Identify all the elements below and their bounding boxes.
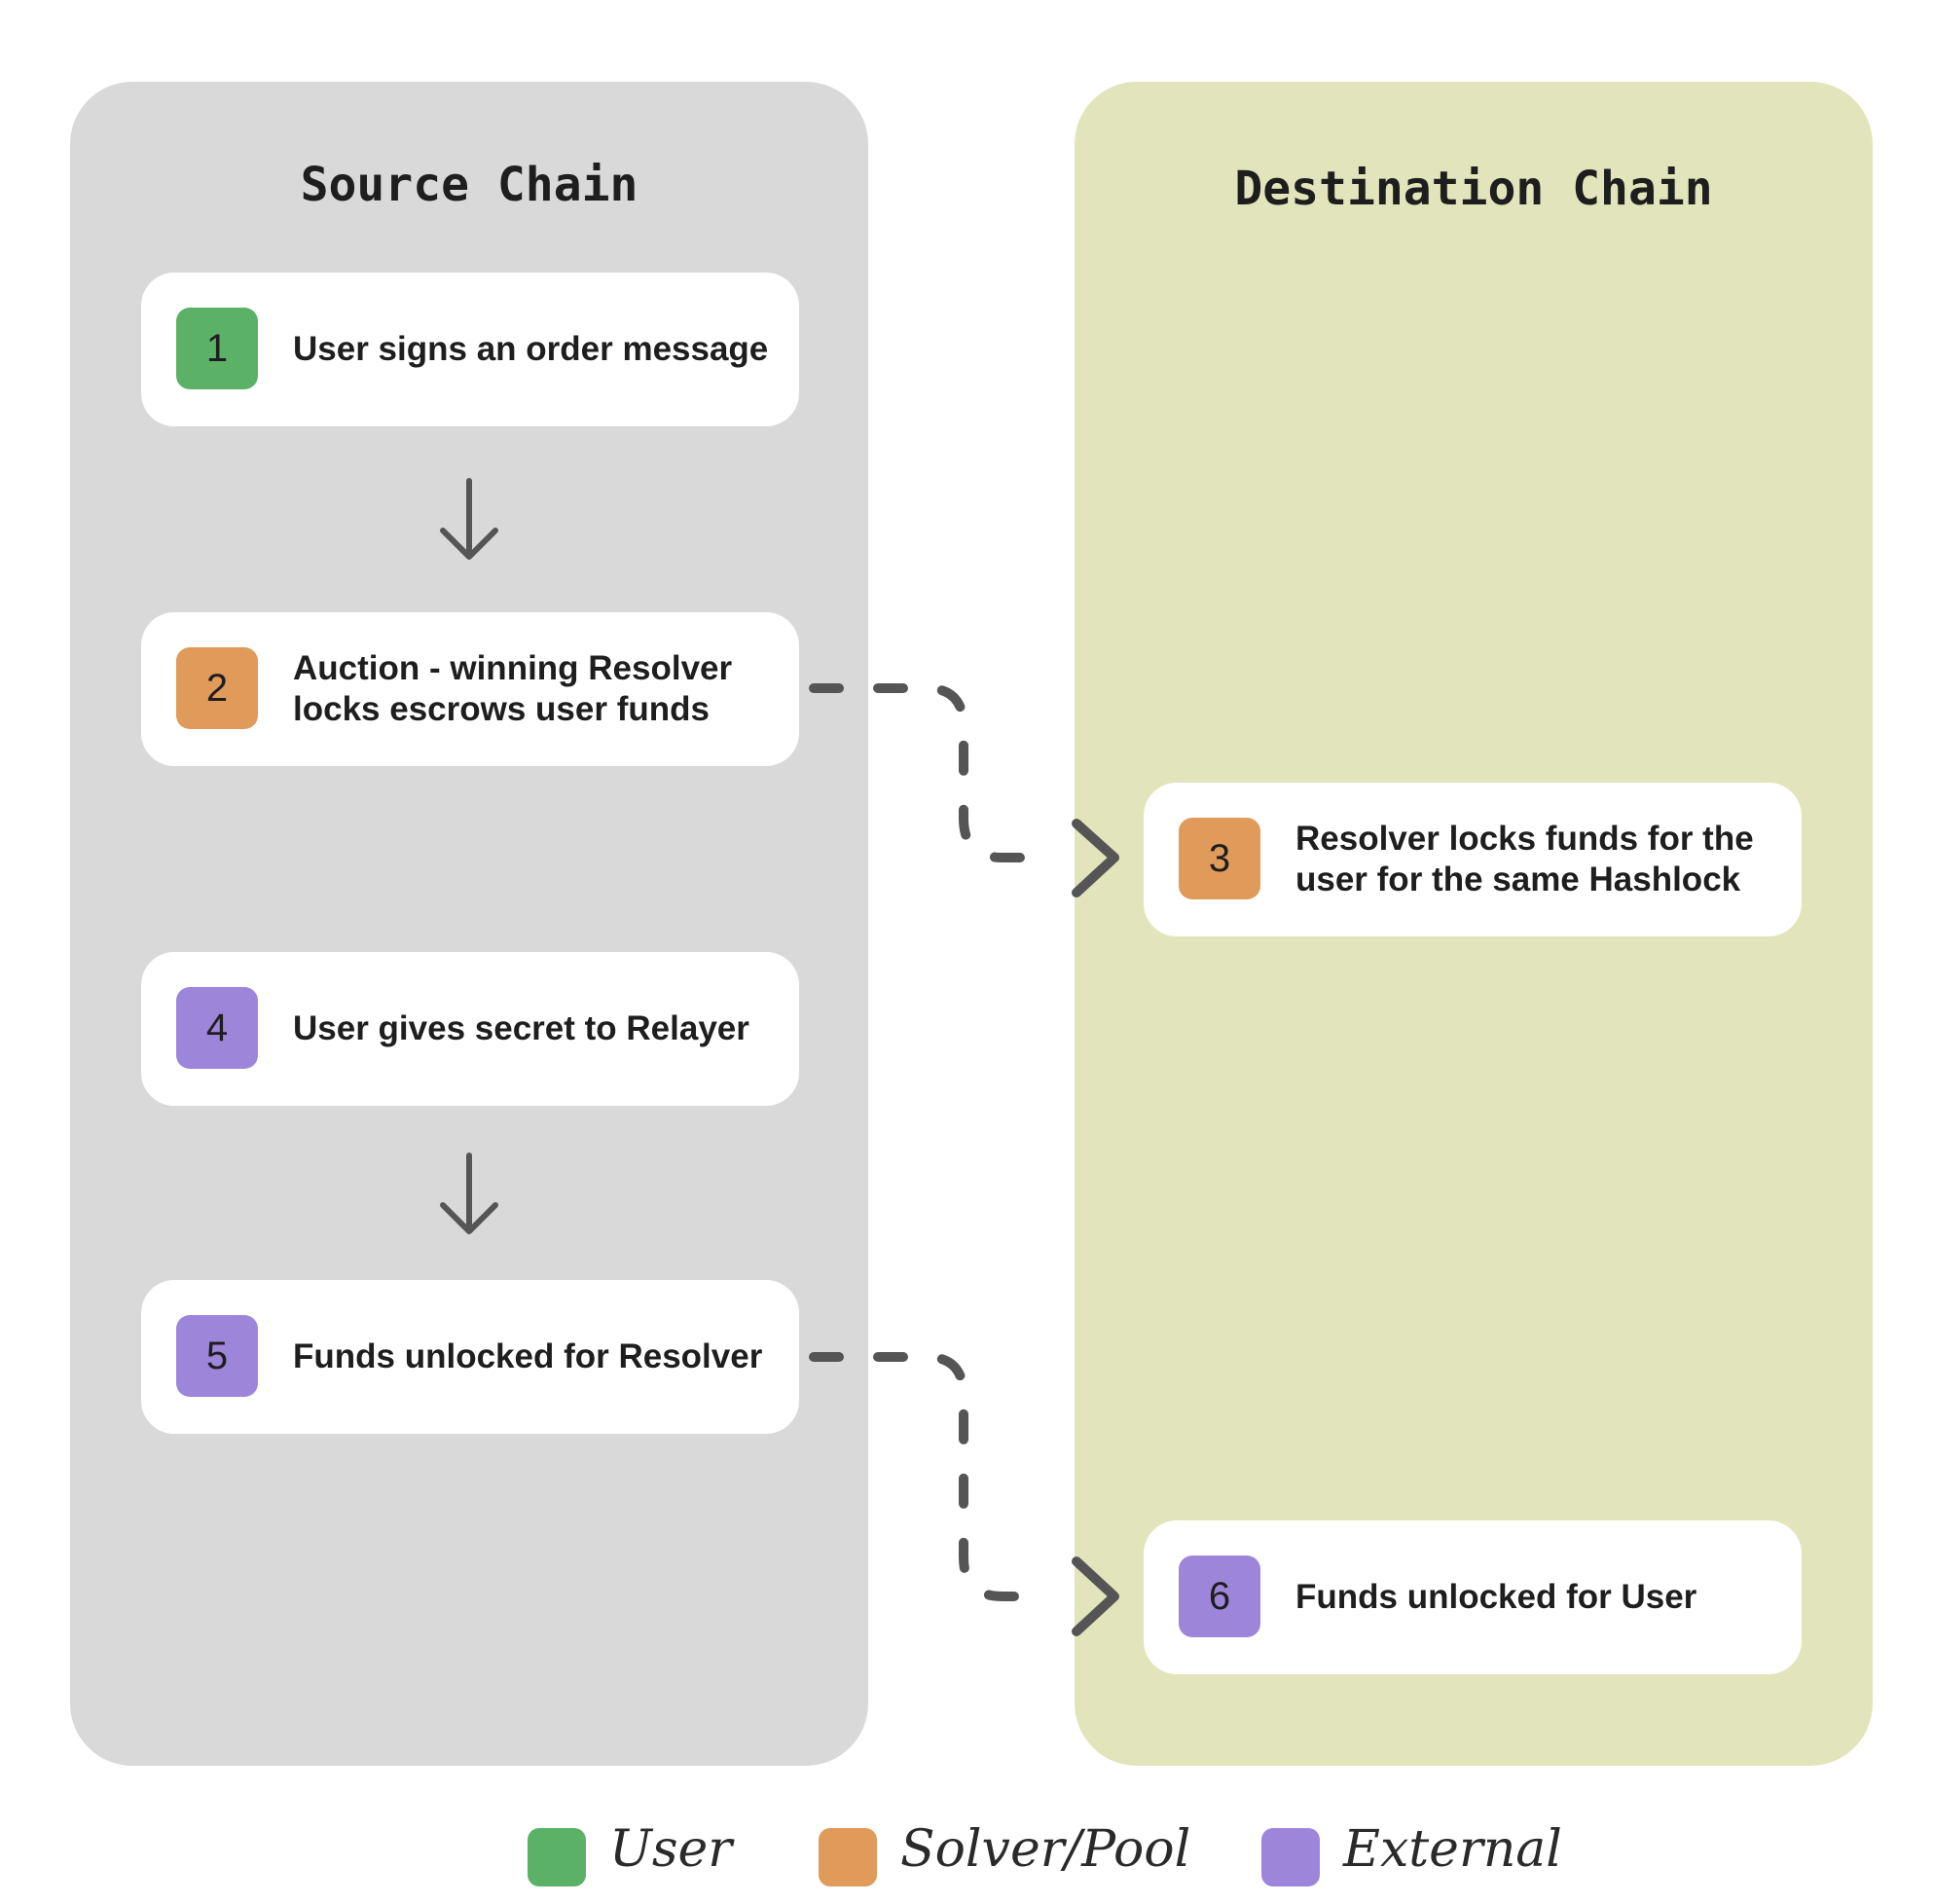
destination-chain-title: Destination Chain bbox=[1234, 162, 1713, 216]
arrow-step4-to-step5 bbox=[440, 1153, 498, 1234]
arrow-step1-to-step2 bbox=[440, 478, 498, 560]
step-text-2: Auction - winning Resolver locks escrows… bbox=[293, 649, 733, 728]
dashed-connector-step2-to-step3 bbox=[809, 683, 1119, 897]
step-text-6: Funds unlocked for User bbox=[1295, 1578, 1697, 1616]
legend-swatch-user bbox=[528, 1828, 586, 1886]
step-badge-2: 2 bbox=[176, 647, 258, 729]
step-badge-6: 6 bbox=[1179, 1556, 1260, 1637]
step-card-6: 6 Funds unlocked for User bbox=[1144, 1520, 1802, 1674]
step-badge-5: 5 bbox=[176, 1315, 258, 1397]
step-text-1: User signs an order message bbox=[293, 330, 769, 368]
step-badge-3: 3 bbox=[1179, 818, 1260, 899]
step-badge-1: 1 bbox=[176, 308, 258, 389]
step-card-4: 4 User gives secret to Relayer bbox=[141, 952, 799, 1106]
legend-label-solver-pool: Solver/Pool bbox=[900, 1820, 1191, 1879]
step-badge-4: 4 bbox=[176, 987, 258, 1069]
legend-label-external: External bbox=[1343, 1820, 1562, 1879]
dashed-connector-step5-to-step6 bbox=[809, 1352, 1119, 1636]
legend-swatch-solver-pool bbox=[819, 1828, 877, 1886]
source-chain-title: Source Chain bbox=[300, 158, 638, 212]
step-card-2: 2 Auction - winning Resolver locks escro… bbox=[141, 612, 799, 766]
legend-swatch-external bbox=[1261, 1828, 1320, 1886]
step-card-5: 5 Funds unlocked for Resolver bbox=[141, 1280, 799, 1434]
step-card-3: 3 Resolver locks funds for the user for … bbox=[1144, 783, 1802, 936]
step-text-4: User gives secret to Relayer bbox=[293, 1009, 749, 1047]
legend-label-user: User bbox=[609, 1820, 733, 1879]
step-text-3: Resolver locks funds for the user for th… bbox=[1295, 820, 1754, 898]
step-card-1: 1 User signs an order message bbox=[141, 273, 799, 426]
step-text-5: Funds unlocked for Resolver bbox=[293, 1337, 763, 1375]
